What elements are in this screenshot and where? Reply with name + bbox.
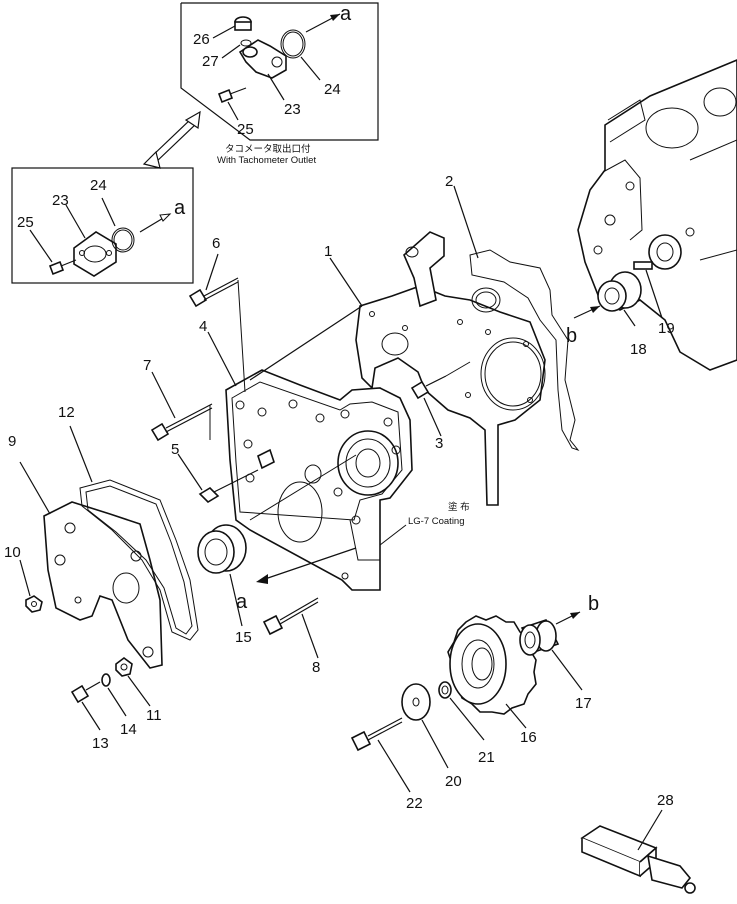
front-plate-gasket [79,479,199,641]
callout-8: 8 [312,659,320,676]
callout-15: 15 [235,629,252,646]
bracket-top [403,231,445,308]
callout-18: 18 [630,341,647,358]
leader-1 [329,257,363,307]
front-cover [225,369,413,591]
callout-12: 12 [58,404,75,421]
callout-27: 27 [202,53,219,70]
callout-17: 17 [575,695,592,712]
callout-26: 26 [193,31,210,48]
inset-tachometer-outlet [180,2,379,141]
bolt-7 [150,371,213,442]
callout-20: 20 [445,773,462,790]
ref-b-bush: b [588,593,599,615]
seal-direction-line [261,547,357,581]
callout-4: 4 [199,318,207,335]
washer-21 [438,681,485,741]
nut-10 [19,559,43,613]
idler-gear [447,615,537,729]
callout-14: 14 [120,721,137,738]
callout-25-top: 25 [237,121,254,138]
callout-2: 2 [445,173,453,190]
callout-13: 13 [92,735,109,752]
callout-9: 9 [8,433,16,450]
callout-16: 16 [520,729,537,746]
bushing-17 [519,611,583,691]
leader-9 [19,461,51,515]
plate-20 [401,683,449,769]
seal-direction-arrow [256,574,268,584]
pin-5 [177,453,259,504]
callout-19: 19 [658,320,675,337]
callout-25-left: 25 [17,214,34,231]
callout-24-left: 24 [90,177,107,194]
ref-a-top: a [340,3,352,25]
gasket-plate [355,285,546,506]
callout-21: 21 [478,749,495,766]
ref-a-left: a [174,197,186,219]
leader-4 [207,331,237,387]
leader-12 [69,425,93,483]
bolt-22 [350,717,411,793]
inset-standard-cover [11,167,194,284]
callout-23-left: 23 [52,192,69,209]
callout-22: 22 [406,795,423,812]
gasket-rear [469,249,580,452]
callout-11: 11 [146,707,162,724]
callout-23-top: 23 [284,101,301,118]
bolt-13-set [70,657,151,731]
front-plate [43,501,163,669]
bore-leader [249,454,357,521]
oil-seal [197,524,247,574]
bolt-8 [262,597,319,659]
ref-a-seal: a [236,591,248,613]
callout-5: 5 [171,441,179,458]
callout-10: 10 [4,544,21,561]
connection-arrow [142,110,201,169]
caption-tacho-en: With Tachometer Outlet [217,155,316,166]
callout-6: 6 [212,235,220,252]
leader-1b [249,305,363,381]
bolt-3 [410,361,471,437]
callout-7: 7 [143,357,151,374]
callout-1: 1 [324,243,332,260]
leader-2 [453,185,479,259]
tool-28 [580,809,696,894]
engine-block [573,59,737,371]
bolt-6 [188,253,246,393]
callout-3: 3 [435,435,443,452]
callout-28: 28 [657,792,674,809]
leader-15 [229,573,243,627]
caption-coating-jp: 塗 布 [448,501,470,513]
coating-leader [379,524,407,546]
ref-b-block: b [566,325,577,347]
caption-coating-en: LG-7 Coating [408,516,465,527]
caption-tacho-jp: タコメータ取出口付 [225,143,311,155]
callout-24-top: 24 [324,81,341,98]
